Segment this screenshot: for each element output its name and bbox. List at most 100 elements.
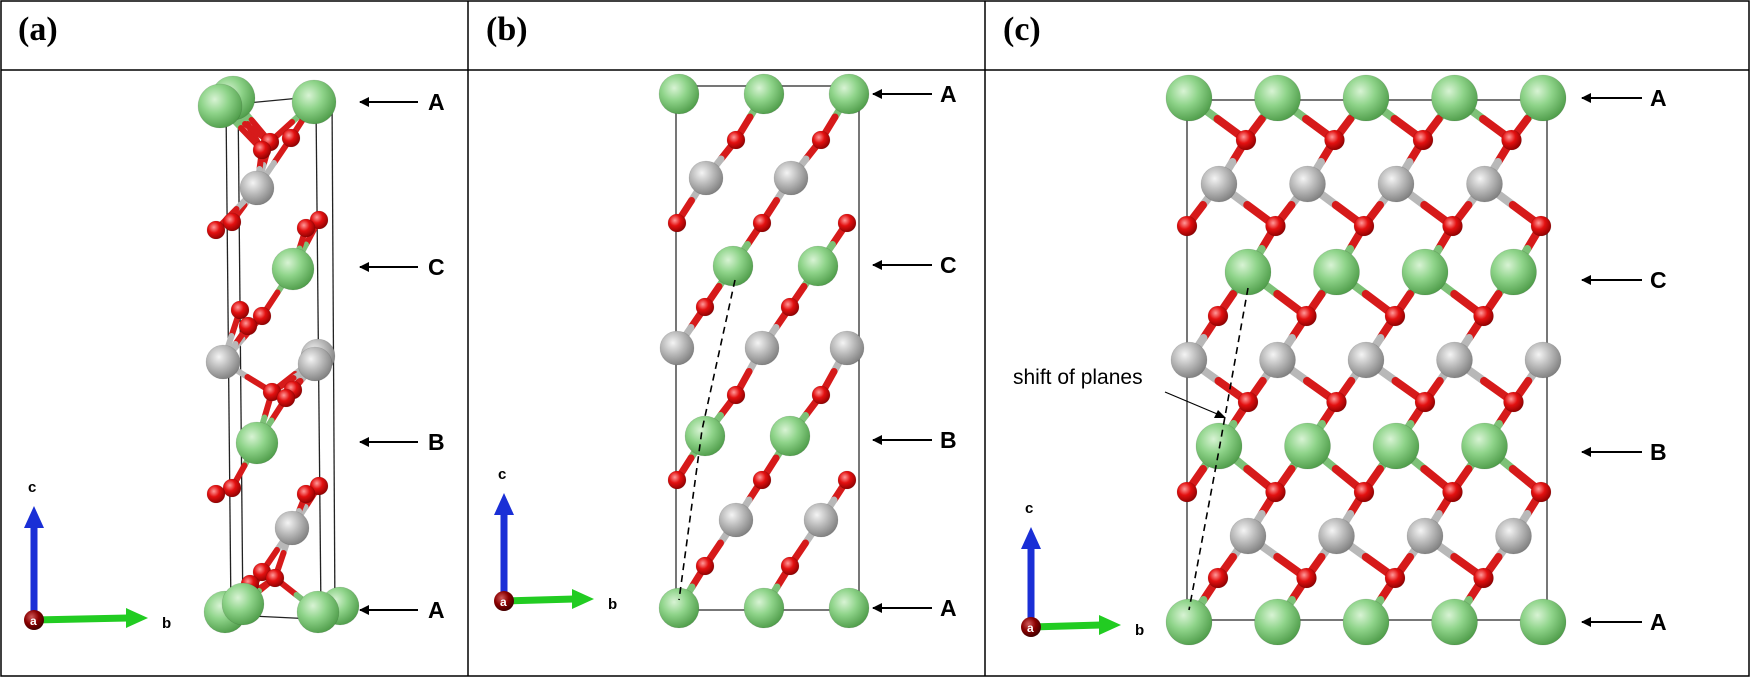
green-atom	[743, 73, 785, 115]
red-atom	[252, 306, 272, 326]
green-atom	[1342, 598, 1390, 646]
green-atom	[797, 245, 839, 287]
panel-c-axes: cba	[1021, 500, 1144, 639]
panel-a-stacking: A C B A	[359, 89, 445, 623]
green-atom	[1284, 422, 1331, 470]
red-atom	[206, 220, 226, 240]
gray-atom	[1524, 341, 1562, 379]
red-atom	[1384, 305, 1406, 327]
gray-atom	[1170, 341, 1208, 379]
red-atom	[206, 484, 226, 504]
stacking-label: A	[940, 595, 957, 621]
red-atom	[1412, 129, 1434, 151]
b-axis-shaft	[1030, 621, 1102, 631]
red-atom	[752, 213, 772, 233]
red-atom	[811, 385, 831, 405]
red-atom	[1265, 481, 1286, 503]
red-atom	[296, 484, 316, 504]
stacking-label: A	[940, 81, 957, 107]
green-atom	[712, 245, 754, 287]
gray-atom	[1200, 165, 1238, 203]
atoms	[1165, 74, 1567, 646]
green-atom	[1165, 598, 1213, 646]
gray-atom	[659, 330, 695, 366]
green-atom	[1490, 248, 1537, 296]
red-atom	[726, 130, 746, 150]
green-atom	[1519, 598, 1567, 646]
gray-atom	[1495, 517, 1532, 555]
green-atom	[828, 73, 870, 115]
panel-a-label: (a)	[18, 11, 58, 48]
green-atom	[1431, 74, 1478, 122]
gray-atom	[1466, 165, 1503, 203]
green-atom	[197, 83, 243, 129]
b-axis-arrowhead	[126, 608, 148, 628]
red-atom	[1265, 215, 1286, 237]
red-atom	[780, 556, 800, 576]
red-atom	[780, 297, 800, 317]
green-atom	[221, 582, 265, 626]
gray-atom	[1377, 165, 1415, 203]
c-axis-label: c	[1025, 500, 1033, 517]
red-atom	[726, 385, 746, 405]
red-atom	[230, 300, 250, 320]
stacking-label: A	[428, 597, 445, 623]
red-atom	[1501, 129, 1522, 151]
red-atom	[667, 470, 687, 490]
gray-atom	[1229, 517, 1267, 555]
gray-atom	[239, 170, 275, 206]
gray-atom	[297, 346, 333, 382]
shift-dashed-line	[678, 279, 736, 601]
red-atom	[1503, 391, 1524, 413]
gray-atom	[744, 330, 780, 366]
panel-a-structure	[197, 75, 360, 634]
red-atom	[695, 297, 715, 317]
b-axis-shaft	[33, 614, 129, 624]
stacking-label: A	[1650, 609, 1667, 635]
red-atom	[238, 316, 258, 336]
shift-dashed-line	[1188, 287, 1249, 611]
red-atom	[695, 556, 715, 576]
green-atom	[1519, 74, 1567, 122]
green-atom	[743, 587, 785, 629]
green-atom	[769, 415, 811, 457]
red-atom	[222, 212, 242, 232]
red-atom	[1296, 305, 1317, 327]
green-atom	[1342, 74, 1390, 122]
red-atom	[1207, 305, 1229, 327]
red-atom	[265, 568, 285, 588]
a-axis-dot	[1021, 617, 1041, 637]
gray-atom	[718, 502, 754, 538]
a-axis-label: a	[1027, 621, 1034, 635]
shift-of-planes-annotation: shift of planes	[1013, 366, 1226, 418]
c-axis-arrowhead	[494, 493, 514, 515]
red-atom	[1326, 391, 1347, 413]
gray-atom	[1289, 165, 1326, 203]
gray-atom	[1259, 341, 1296, 379]
red-atom	[1473, 567, 1494, 589]
green-atom	[1224, 248, 1272, 296]
green-atom	[291, 79, 337, 125]
c-axis-arrowhead	[24, 506, 44, 528]
atoms	[658, 73, 870, 629]
red-atom	[1530, 215, 1552, 237]
red-atom	[1414, 391, 1436, 413]
panel-c-stacking: A C B A	[1581, 85, 1667, 635]
green-atom	[658, 587, 700, 629]
gray-atom	[274, 510, 310, 546]
green-atom	[1431, 598, 1478, 646]
panel-b-stacking: A C B A	[872, 81, 957, 621]
green-atom	[658, 73, 700, 115]
c-axis-arrowhead	[1021, 527, 1041, 549]
gray-atom	[1436, 341, 1473, 379]
gray-atom	[1318, 517, 1355, 555]
gray-atom	[803, 502, 839, 538]
b-axis-label: b	[608, 596, 617, 613]
atoms	[197, 75, 360, 634]
a-axis-label: a	[30, 614, 37, 628]
a-axis-dot	[24, 610, 44, 630]
b-axis-arrowhead	[1099, 615, 1121, 635]
red-atom	[1207, 567, 1229, 589]
panel-b-structure	[658, 73, 870, 629]
green-atom	[296, 590, 340, 634]
